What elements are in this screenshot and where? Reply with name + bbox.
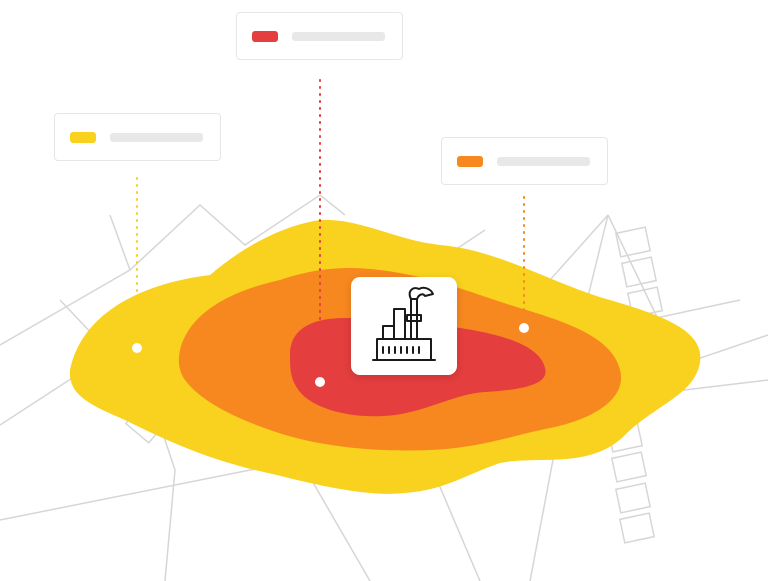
building xyxy=(610,451,648,483)
marker-dot-inner xyxy=(315,377,325,387)
building xyxy=(620,256,658,288)
legend-card-inner-zone xyxy=(236,12,403,60)
legend-card-outer-zone xyxy=(54,113,221,161)
legend-swatch-red xyxy=(252,31,278,42)
street-line xyxy=(0,194,346,346)
factory-card xyxy=(351,277,457,375)
building xyxy=(614,482,652,514)
factory-icon xyxy=(372,286,436,361)
marker-dot-outer xyxy=(132,343,142,353)
building xyxy=(614,226,652,258)
legend-swatch-orange xyxy=(457,156,483,167)
legend-card-middle-zone xyxy=(441,137,608,185)
marker-dot-middle xyxy=(519,323,529,333)
building xyxy=(618,512,656,544)
legend-placeholder-text xyxy=(292,32,385,41)
legend-placeholder-text xyxy=(110,133,203,142)
street-line xyxy=(109,214,131,271)
legend-placeholder-text xyxy=(497,157,590,166)
legend-swatch-yellow xyxy=(70,132,96,143)
